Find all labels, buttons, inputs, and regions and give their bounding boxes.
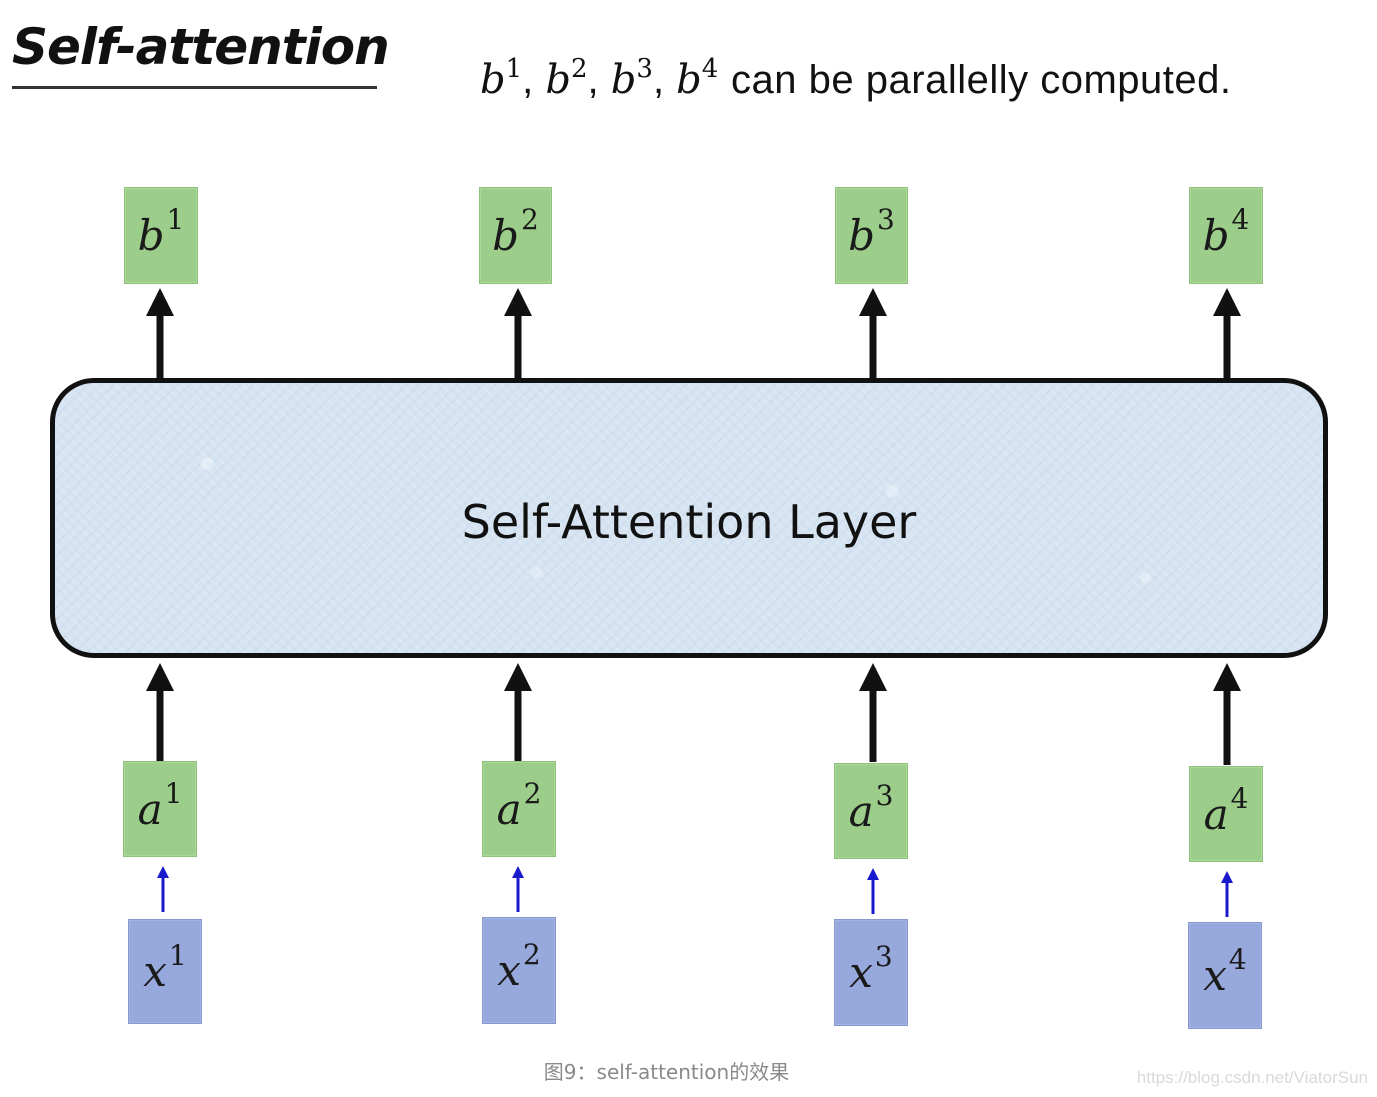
figure-caption: 图9：self-attention的效果 <box>543 1060 790 1084</box>
subtitle-var-b3: b3 <box>610 54 653 103</box>
subtitle-var-b2: b2 <box>545 54 588 103</box>
subtitle-var-b1: b1 <box>480 54 523 103</box>
title-underline <box>12 86 377 89</box>
layer-label: Self-Attention Layer <box>461 495 917 549</box>
self-attention-layer: Self-Attention Layer <box>50 378 1328 658</box>
subtitle-text: can be parallelly computed. <box>731 58 1232 102</box>
subtitle-var-b4: b4 <box>676 54 719 103</box>
watermark: https://blog.csdn.net/ViatorSun <box>1136 1068 1368 1087</box>
slide-title: Self-attention <box>12 18 390 76</box>
subtitle: b1, b2, b3, b4 can be parallelly compute… <box>480 54 1232 103</box>
